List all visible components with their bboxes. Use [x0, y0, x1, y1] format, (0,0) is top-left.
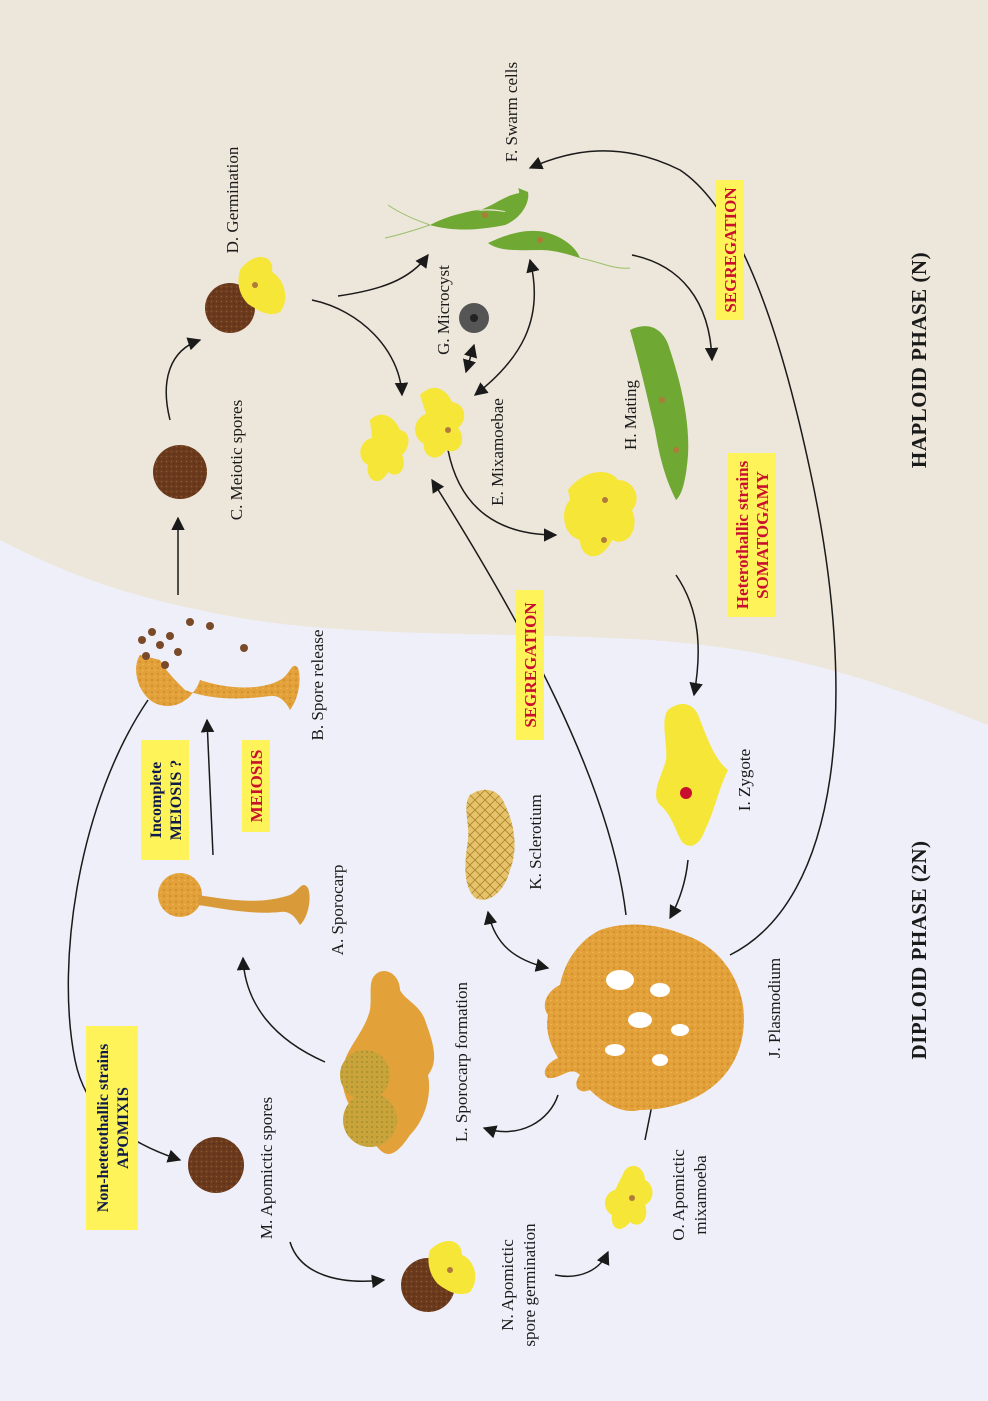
tag-segregation-mid-label: SEGREGATION: [521, 602, 540, 728]
label-c: C. Meiotic spores: [227, 400, 246, 520]
tag-nonhetero-line2: APOMIXIS: [115, 1087, 132, 1169]
tag-heterothallic-line1: Heterothallic strains: [733, 460, 752, 609]
tag-incomplete-meiosis: Incomplete MEIOSIS ?: [141, 740, 189, 860]
diploid-phase-label: DIPLOID PHASE (2N): [907, 840, 931, 1059]
label-l: L. Sporocarp formation: [452, 981, 471, 1142]
tag-segregation-top-label: SEGREGATION: [721, 187, 740, 313]
label-a: A. Sporocarp: [328, 865, 347, 956]
tag-segregation-mid: SEGREGATION: [516, 590, 544, 740]
haploid-phase-label: HAPLOID PHASE (N): [907, 252, 931, 468]
label-i: I. Zygote: [735, 749, 754, 811]
tag-meiosis-label: MEIOSIS: [247, 750, 266, 823]
tag-incomplete-line1: Incomplete: [148, 762, 165, 838]
label-m: M. Apomictic spores: [257, 1097, 276, 1239]
meiotic-spore: [153, 445, 207, 499]
label-e: E. Mixamoebae: [488, 398, 507, 506]
label-b: B. Spore release: [308, 630, 327, 741]
label-o-line2: mixamoeba: [691, 1155, 710, 1235]
tag-nonhetero-line1: Non-hetetothallic strains: [95, 1044, 112, 1212]
label-g: G. Microcyst: [434, 265, 453, 355]
tag-meiosis: MEIOSIS: [242, 740, 270, 832]
tag-incomplete-line2: MEIOSIS ?: [168, 760, 185, 840]
tag-heterothallic-line2: SOMATOGAMY: [753, 471, 772, 599]
label-f: F. Swarm cells: [502, 62, 521, 162]
label-n-line2: spore germination: [520, 1223, 539, 1347]
label-n-line1: N. Apomictic: [498, 1239, 517, 1331]
label-o-line1: O. Apomictic: [669, 1149, 688, 1241]
microcyst: [459, 303, 489, 333]
label-h: H. Mating: [621, 380, 640, 450]
apomictic-spore: [188, 1137, 244, 1193]
label-k: K. Sclerotium: [526, 794, 545, 889]
label-j: J. Plasmodium: [765, 958, 784, 1058]
tag-heterothallic: Heterothallic strains SOMATOGAMY: [728, 453, 776, 617]
tag-segregation-top: SEGREGATION: [716, 180, 744, 320]
tag-nonheterothallic: Non-hetetothallic strains APOMIXIS: [86, 1026, 138, 1230]
label-d: D. Germination: [223, 146, 242, 253]
